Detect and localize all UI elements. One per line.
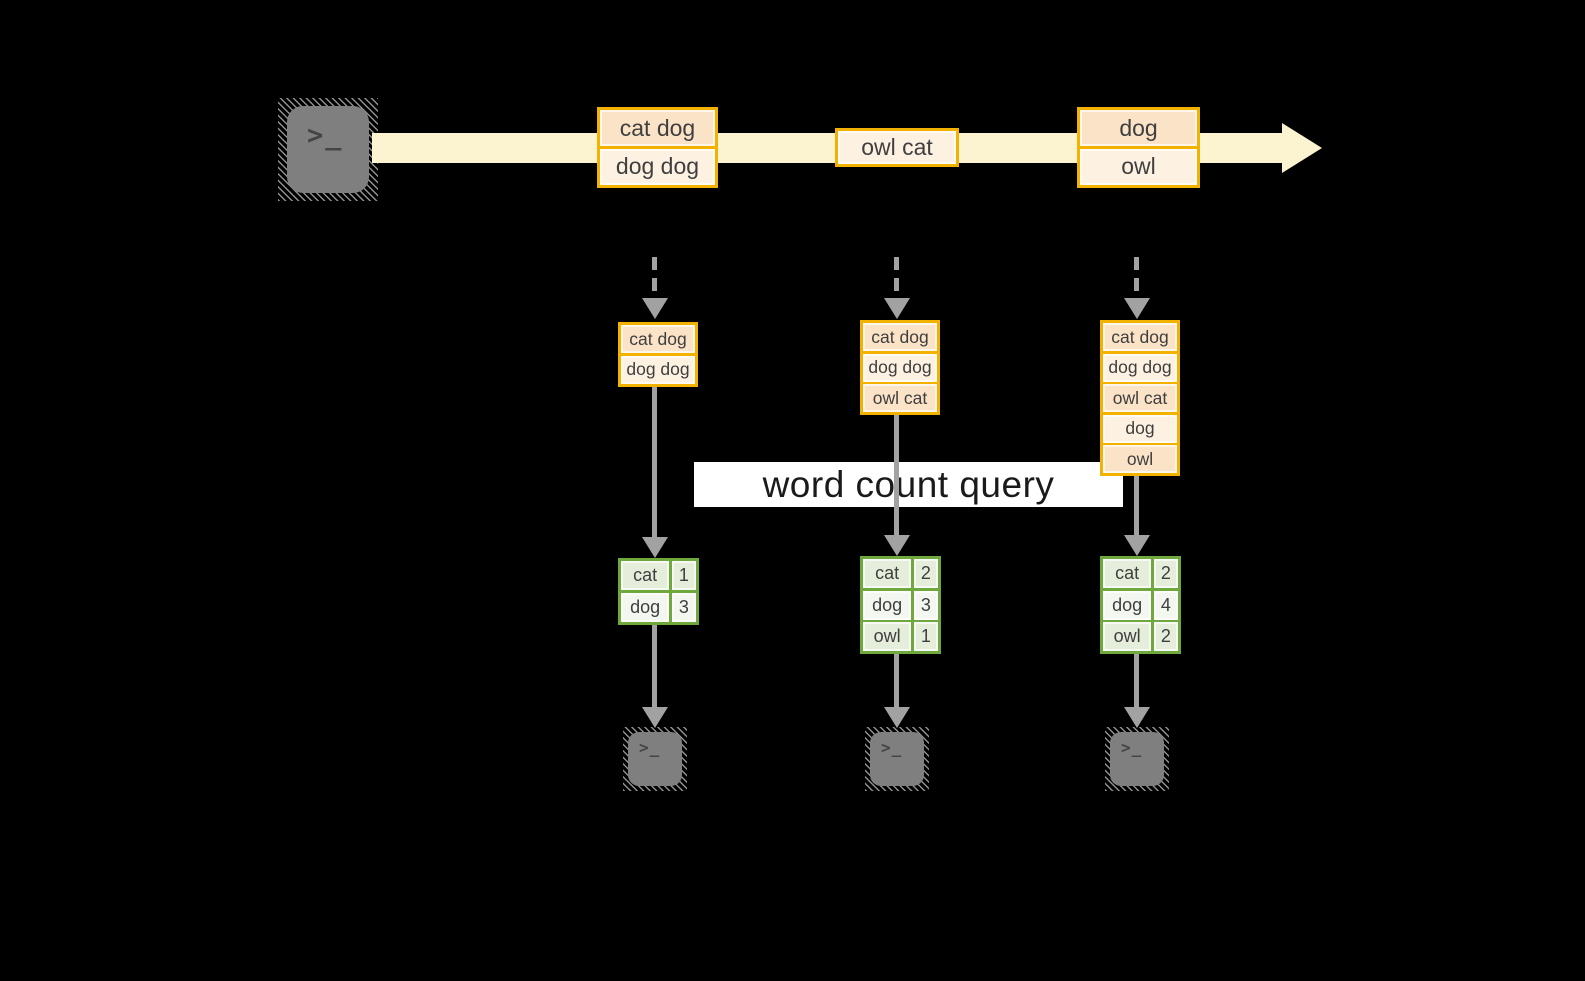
arrow-down-icon <box>642 537 668 558</box>
buffer-item: owl cat <box>1103 384 1177 412</box>
terminal-body: >_ <box>287 106 369 193</box>
arrow-down-icon <box>884 535 910 556</box>
terminal-prompt-glyph: >_ <box>307 120 344 151</box>
count-value: 3 <box>913 590 938 620</box>
arrow-line <box>652 386 657 537</box>
count-value: 2 <box>1153 559 1178 588</box>
sink-terminal-icon: >_ <box>865 727 929 791</box>
count-value: 4 <box>1153 590 1178 620</box>
buffer-item: owl cat <box>863 384 937 412</box>
message-line: dog dog <box>600 148 715 185</box>
buffer-item: dog dog <box>621 355 695 384</box>
count-value: 1 <box>913 622 938 651</box>
buffer-item: cat dog <box>1103 323 1177 351</box>
message-line: owl cat <box>838 131 956 164</box>
count-word: dog <box>863 590 912 620</box>
count-word: cat <box>863 559 912 588</box>
worker2-buffer: cat dog dog dog owl cat <box>860 320 940 415</box>
dashed-arrow-line <box>652 257 657 299</box>
buffer-item: dog dog <box>1103 353 1177 382</box>
count-word: dog <box>1103 590 1152 620</box>
arrow-down-icon <box>884 298 910 319</box>
worker3-count-table: cat 2 dog 4 owl 2 <box>1100 556 1181 654</box>
arrow-line <box>1134 654 1139 708</box>
source-terminal-icon: >_ <box>278 98 378 201</box>
worker2-count-table: cat 2 dog 3 owl 1 <box>860 556 941 654</box>
dashed-arrow-line <box>894 257 899 299</box>
arrow-down-icon <box>1124 298 1150 319</box>
terminal-prompt-glyph: >_ <box>639 738 661 757</box>
buffer-item: cat dog <box>621 325 695 353</box>
arrow-line <box>894 654 899 708</box>
query-banner: word count query <box>694 462 1123 507</box>
stream-message-3: dog owl <box>1077 107 1200 188</box>
stream-message-2: owl cat <box>835 128 959 167</box>
worker1-count-table: cat 1 dog 3 <box>618 558 699 625</box>
message-line: owl <box>1080 148 1197 185</box>
stream-message-1: cat dog dog dog <box>597 107 718 188</box>
arrow-line <box>894 415 899 535</box>
count-value: 2 <box>913 559 938 588</box>
dashed-arrow-line <box>1134 257 1139 299</box>
sink-terminal-icon: >_ <box>623 727 687 791</box>
count-word: owl <box>1103 622 1152 651</box>
terminal-prompt-glyph: >_ <box>1121 738 1143 757</box>
arrow-down-icon <box>1124 707 1150 728</box>
worker1-buffer: cat dog dog dog <box>618 322 698 387</box>
terminal-prompt-glyph: >_ <box>881 738 903 757</box>
buffer-item: owl <box>1103 445 1177 473</box>
arrow-down-icon <box>884 707 910 728</box>
stream-arrowhead-icon <box>1282 123 1322 173</box>
arrow-down-icon <box>642 707 668 728</box>
terminal-body: >_ <box>870 732 924 786</box>
message-line: cat dog <box>600 110 715 146</box>
buffer-item: cat dog <box>863 323 937 351</box>
terminal-body: >_ <box>628 732 682 786</box>
message-line: dog <box>1080 110 1197 146</box>
count-value: 3 <box>671 592 696 622</box>
buffer-item: dog dog <box>863 353 937 382</box>
count-word: cat <box>1103 559 1152 588</box>
sink-terminal-icon: >_ <box>1105 727 1169 791</box>
arrow-line <box>1134 476 1139 535</box>
count-word: dog <box>621 592 670 622</box>
count-word: cat <box>621 561 670 590</box>
arrow-line <box>652 624 657 708</box>
buffer-item: dog <box>1103 414 1177 443</box>
count-value: 2 <box>1153 622 1178 651</box>
count-value: 1 <box>671 561 696 590</box>
count-word: owl <box>863 622 912 651</box>
worker3-buffer: cat dog dog dog owl cat dog owl <box>1100 320 1180 476</box>
arrow-down-icon <box>1124 535 1150 556</box>
arrow-down-icon <box>642 298 668 319</box>
terminal-body: >_ <box>1110 732 1164 786</box>
